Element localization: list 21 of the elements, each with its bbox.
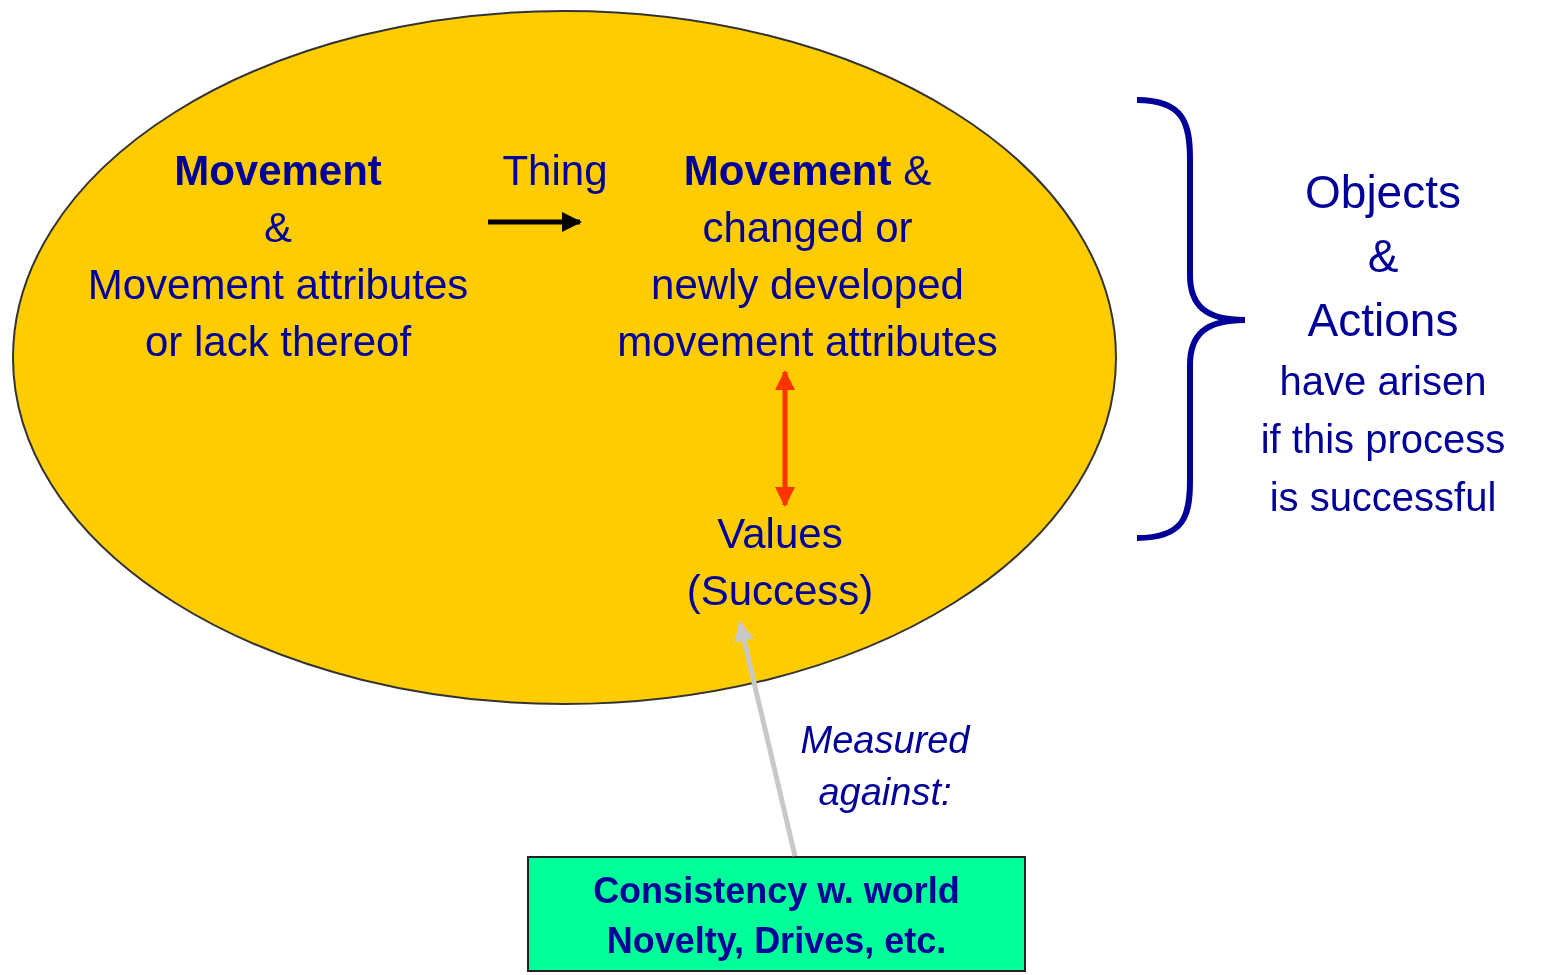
- edge-label: Measured against:: [799, 718, 972, 815]
- node-text: newly developed movement attributes: [616, 260, 999, 367]
- arrow: [734, 621, 798, 857]
- node-text: Movement &: [683, 146, 932, 196]
- side-text: Objects: [1305, 165, 1461, 220]
- node-text: Movement attributes or lack thereof: [86, 260, 470, 367]
- side-text: if this process: [1260, 416, 1506, 463]
- node-text: Novelty, Drives, etc.: [606, 919, 947, 963]
- process-box: [527, 856, 1026, 972]
- arrow: [488, 212, 582, 232]
- arrow: [775, 370, 795, 507]
- node-text: Values (Success): [685, 509, 875, 616]
- edge-label: Thing: [501, 146, 609, 196]
- node-text: Consistency w. world: [593, 869, 960, 913]
- node-text: changed or: [702, 203, 913, 253]
- side-text: Actions: [1307, 293, 1459, 348]
- node-text: &: [264, 203, 292, 253]
- side-text: have arisen: [1279, 358, 1487, 405]
- side-text: is successful: [1269, 474, 1497, 521]
- node-text: Movement: [174, 146, 382, 196]
- side-text: &: [1367, 229, 1399, 284]
